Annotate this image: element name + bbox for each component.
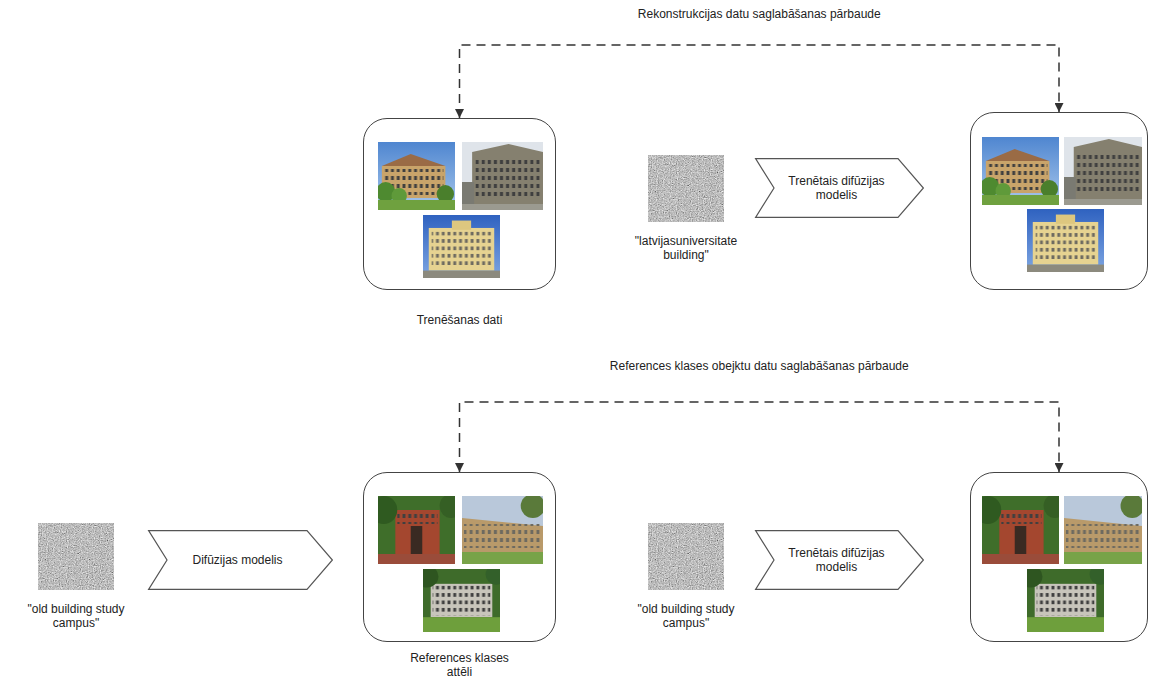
building-photo	[423, 215, 500, 278]
building-photo	[1019, 564, 1110, 632]
building-photo	[462, 494, 545, 564]
building-photo	[974, 494, 1066, 564]
building-photo	[1027, 209, 1104, 272]
edge-label: Rekonstrukcijas datu saglabāšanas pārbau…	[635, 6, 884, 23]
process-chevron: Difūzijas modelis	[148, 530, 333, 590]
dashed-connector	[460, 45, 1060, 118]
noise-image: "old building study campus"	[648, 523, 724, 590]
box-caption: Trenēšanas dati	[390, 313, 530, 327]
building-photo	[980, 137, 1059, 205]
building-photo	[370, 494, 462, 564]
edge-label: References klases obejktu datu saglabāša…	[607, 358, 912, 375]
photo-set	[370, 137, 1144, 632]
building-photo	[462, 142, 543, 210]
noise-image: "latvijasuniversitate building"	[648, 155, 724, 222]
noise-square	[38, 523, 114, 590]
chevron-label: Trenētais difūzijas modelis	[779, 546, 894, 574]
prompt-caption: "latvijasuniversitate building"	[620, 234, 752, 262]
chevron-label: Trenētais difūzijas modelis	[779, 174, 894, 202]
noise-square	[648, 523, 724, 590]
prompt-caption: "old building study campus"	[624, 602, 748, 630]
building-photo	[415, 564, 506, 632]
image-set-box	[970, 112, 1148, 290]
building-photo	[1064, 494, 1144, 564]
noise-image: "old building study campus"	[38, 523, 114, 590]
noise-square	[648, 155, 724, 222]
box-caption: References klases attēli	[400, 651, 520, 679]
prompt-caption: "old building study campus"	[14, 602, 138, 630]
building-photo	[376, 142, 455, 210]
process-chevron: Trenētais difūzijas modelis	[755, 158, 924, 218]
chevron-label: Difūzijas modelis	[192, 553, 282, 567]
image-set-box: Trenēšanas dati	[363, 118, 556, 290]
image-set-box	[970, 472, 1148, 642]
process-chevron: Trenētais difūzijas modelis	[755, 530, 924, 590]
building-photo	[1064, 137, 1142, 205]
image-set-box: References klases attēli	[363, 472, 556, 642]
dashed-connector	[460, 402, 1060, 472]
